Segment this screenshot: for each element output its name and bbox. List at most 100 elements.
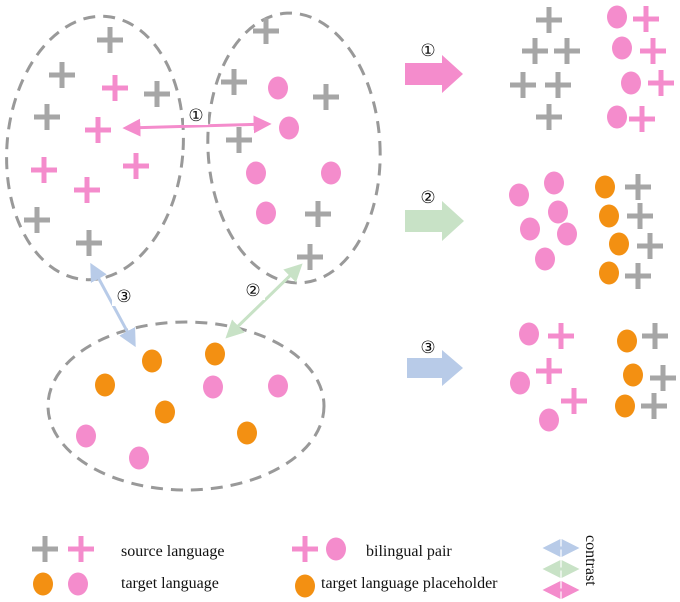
source-gray-plus xyxy=(510,72,536,98)
step-label-1-right: ① xyxy=(420,41,435,60)
contrast-arrow-1 xyxy=(122,115,272,137)
source-gray-plus xyxy=(641,393,667,419)
source-gray-plus xyxy=(76,230,102,256)
target-pink-dot xyxy=(510,371,530,395)
source-pink-plus xyxy=(536,358,562,384)
source-gray-plus xyxy=(97,27,123,53)
legend-pink-plus-icon xyxy=(68,536,94,562)
source-gray-plus xyxy=(536,7,562,33)
source-pink-plus xyxy=(31,157,57,183)
step-label-3-left: ③ xyxy=(116,287,131,306)
source-gray-plus xyxy=(226,127,252,153)
target-pink-dot xyxy=(539,408,559,432)
step-label-2-left: ② xyxy=(245,281,260,300)
source-gray-plus xyxy=(34,104,60,130)
target-pink-dot xyxy=(607,5,627,29)
source-pink-plus xyxy=(548,323,574,349)
target-orange-dot xyxy=(595,175,615,199)
legend-target-language: target language xyxy=(121,575,219,592)
target-pink-dot xyxy=(621,71,641,95)
target-pink-dot xyxy=(544,171,564,195)
source-gray-plus xyxy=(625,174,651,200)
source-gray-plus xyxy=(297,244,323,270)
block-arrow-3 xyxy=(407,350,463,386)
source-gray-plus xyxy=(313,84,339,110)
target-orange-dot xyxy=(617,329,637,353)
legend-target-placeholder: target language placeholder xyxy=(321,575,498,592)
source-pink-plus xyxy=(648,70,674,96)
source-gray-plus xyxy=(522,38,548,64)
target-pink-dot xyxy=(268,76,288,100)
legend-bilingual-dot-icon xyxy=(326,537,346,561)
legend-gray-plus-icon xyxy=(32,536,58,562)
source-gray-plus xyxy=(49,62,75,88)
target-cluster xyxy=(46,320,326,492)
target-pink-dot xyxy=(535,247,555,271)
contrast-arrows xyxy=(90,115,303,348)
clusters xyxy=(5,11,382,492)
target-pink-dot xyxy=(321,161,341,185)
target-orange-dot xyxy=(609,232,629,256)
target-pink-dot xyxy=(129,446,149,470)
left-step-labels: ① ② ③ xyxy=(112,103,265,306)
source-pink-plus xyxy=(85,117,111,143)
source-gray-plus xyxy=(554,38,580,64)
block-arrow-1 xyxy=(405,55,463,93)
source-pink-plus xyxy=(640,38,666,64)
source-pink-plus xyxy=(633,6,659,32)
target-pink-dot xyxy=(519,322,539,346)
target-pink-dot xyxy=(520,217,540,241)
target-pink-dot xyxy=(279,116,299,140)
step-label-1-left: ① xyxy=(188,106,203,125)
source-gray-plus xyxy=(637,233,663,259)
contrast-arrow-2 xyxy=(225,263,303,339)
source-gray-plus xyxy=(625,263,651,289)
target-pink-dot xyxy=(607,105,627,129)
target-orange-dot xyxy=(599,261,619,285)
legend-orange-dot-icon xyxy=(33,572,53,596)
step-label-3-right: ③ xyxy=(420,338,435,357)
target-orange-dot xyxy=(623,363,643,387)
source-pink-plus xyxy=(629,106,655,132)
source-gray-plus xyxy=(536,104,562,130)
legend-source-language: source language xyxy=(121,543,225,560)
target-orange-dot xyxy=(155,400,175,424)
legend-bilingual-plus-icon xyxy=(292,536,318,562)
source-pink-plus xyxy=(102,75,128,101)
block-arrow-2 xyxy=(405,201,464,241)
target-orange-dot xyxy=(615,394,635,418)
source-pink-plus xyxy=(561,388,587,414)
source-gray-plus xyxy=(545,72,571,98)
step-label-2-right: ② xyxy=(420,188,435,207)
target-orange-dot xyxy=(95,373,115,397)
target-pink-dot xyxy=(76,424,96,448)
source-gray-plus xyxy=(144,81,170,107)
source-gray-plus xyxy=(253,18,279,44)
source-pink-plus xyxy=(74,177,100,203)
target-orange-dot xyxy=(599,204,619,228)
source-pink-plus xyxy=(123,153,149,179)
legend-placeholder-dot-icon xyxy=(295,574,315,598)
target-pink-dot xyxy=(246,161,266,185)
target-orange-dot xyxy=(142,349,162,373)
target-pink-dot xyxy=(612,36,632,60)
target-pink-dot xyxy=(509,183,529,207)
block-arrows: ① ② ③ xyxy=(405,41,464,386)
target-pink-dot xyxy=(268,374,288,398)
legend: source language target language bilingua… xyxy=(121,535,599,599)
target-pink-dot xyxy=(548,200,568,224)
source-gray-plus xyxy=(221,69,247,95)
target-pink-dot xyxy=(256,201,276,225)
target-pink-dot xyxy=(203,375,223,399)
source-gray-plus xyxy=(650,365,676,391)
target-orange-dot xyxy=(205,342,225,366)
source-gray-plus xyxy=(627,203,653,229)
markers xyxy=(24,5,676,598)
source-cluster xyxy=(5,14,185,282)
bilingual-cluster xyxy=(206,11,382,285)
source-gray-plus xyxy=(24,207,50,233)
source-gray-plus xyxy=(305,201,331,227)
legend-contrast: contrast xyxy=(582,535,599,586)
